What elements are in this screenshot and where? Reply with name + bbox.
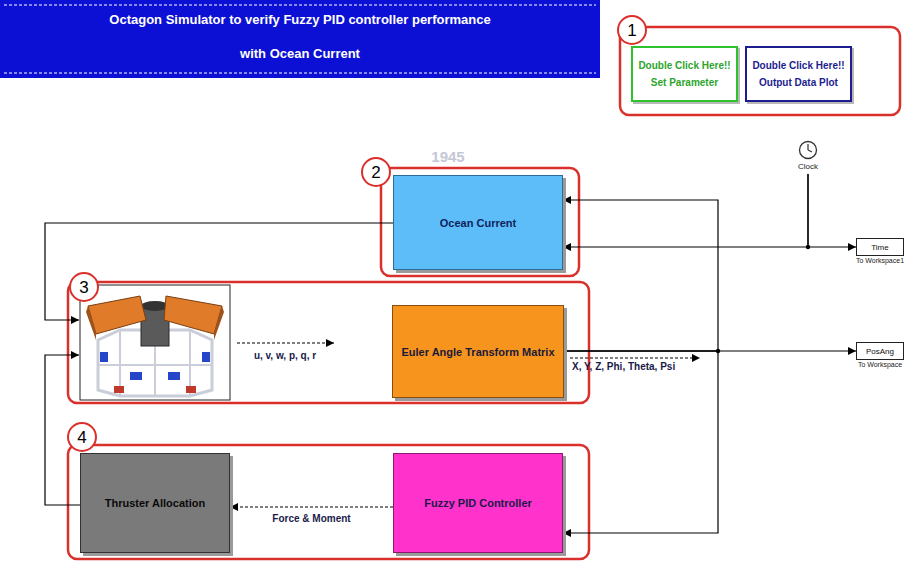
ocean-current-block: Ocean Current: [393, 175, 563, 270]
wire: [45, 223, 393, 320]
fuzzy-pid-block: Fuzzy PID Controller: [393, 453, 563, 553]
band-dash: [4, 73, 596, 74]
to-workspace-block: PosAngTo Workspace: [856, 342, 904, 360]
callout-frame: [381, 168, 579, 276]
callout-circle: [362, 158, 390, 186]
block-label: Set Parameter: [651, 77, 718, 88]
callout-frame: [620, 27, 900, 115]
callout-circle: [70, 273, 98, 301]
callout-circle: [68, 423, 96, 451]
block-label: Time: [871, 243, 888, 252]
signal-line: [563, 200, 718, 351]
callout-number: 3: [79, 279, 88, 296]
callout-number: 4: [77, 429, 86, 446]
watermark: 1945: [431, 149, 464, 164]
callout-frame: [68, 445, 589, 559]
junction-dot: [716, 349, 720, 353]
block-label: Euler Angle Transform Matrix: [401, 346, 554, 358]
to-workspace-block: TimeTo Workspace1: [856, 238, 904, 256]
signal-line: [563, 174, 808, 247]
signal-annotation-arrow: [570, 357, 700, 358]
block-label: PosAng: [866, 347, 894, 356]
clock-source: Clock: [798, 140, 818, 160]
signal-line: [230, 506, 393, 507]
callout-frame: [68, 282, 589, 403]
signal-name: u, v, w, p, q, r: [254, 351, 316, 361]
signal-annotation-arrow: [237, 342, 334, 343]
parameter-button: Double Click Here!! Set Parameter: [631, 46, 738, 102]
block-label: Fuzzy PID Controller: [424, 497, 532, 509]
block-caption: To Workspace: [858, 361, 902, 368]
block-caption: Clock: [798, 162, 818, 171]
plot-button: Double Click Here!! Output Data Plot: [745, 46, 852, 102]
title-band: [0, 0, 600, 78]
band-dash: [4, 5, 596, 6]
signal-label: Force & Moment: [272, 513, 350, 524]
block-label: Ocean Current: [440, 217, 516, 229]
clock-icon: [798, 140, 818, 160]
signal-name: X, Y, Z, Phi, Theta, Psi: [572, 362, 675, 372]
block-label: Thruster Allocation: [105, 497, 205, 509]
signal-line: [808, 174, 856, 247]
block-label: Double Click Here!!: [752, 60, 844, 71]
callout-number: 1: [627, 22, 636, 39]
robot-illustration: [80, 285, 230, 400]
block-label: Double Click Here!!: [638, 60, 730, 71]
callout-number: 2: [371, 164, 380, 181]
diagram-title: Octagon Simulator to verify Fuzzy PID co…: [107, 3, 493, 71]
junction-dot: [806, 245, 810, 249]
euler-transform-block: Euler Angle Transform Matrix: [392, 305, 564, 398]
signal-line: [563, 351, 718, 533]
block-caption: To Workspace1: [856, 257, 904, 264]
thruster-allocation-block: Thruster Allocation: [80, 453, 230, 553]
callout-circle: [618, 16, 646, 44]
block-label: Output Data Plot: [759, 77, 838, 88]
